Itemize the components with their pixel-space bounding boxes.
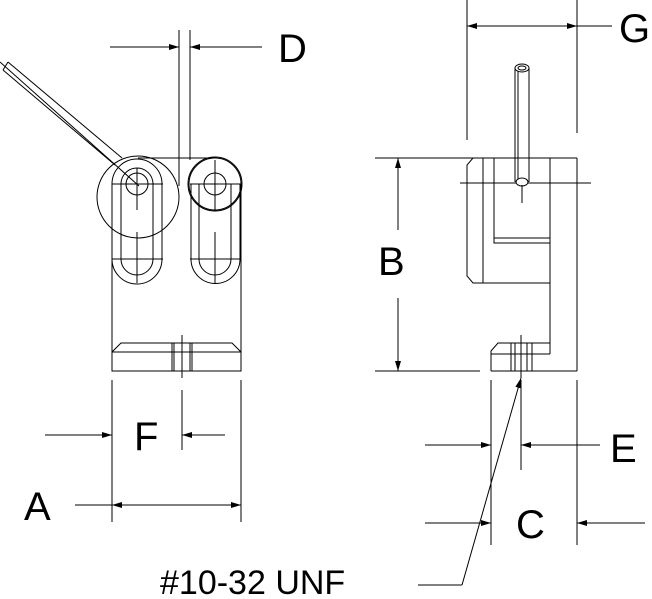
dimension-a: [75, 380, 242, 522]
dimension-label-d: D: [278, 27, 307, 71]
thread-callout-label: #10-32 UNF: [160, 564, 345, 599]
dimension-label-e: E: [610, 427, 637, 471]
thread-callout-leader: [418, 377, 522, 586]
dimension-label-c: C: [516, 503, 545, 547]
dimension-f: [45, 380, 225, 522]
dimension-g: [466, 0, 612, 140]
dimension-label-f: F: [134, 415, 158, 459]
front-view: D F A: [0, 27, 307, 529]
dimension-label-g: G: [619, 7, 650, 51]
pin: [514, 63, 530, 203]
side-view: G B E C #10-32 UNF: [160, 0, 650, 599]
dimension-b: [375, 157, 483, 372]
clamp-body: [96, 155, 243, 378]
dimension-label-a: A: [24, 485, 51, 529]
clamp-side-body: [460, 157, 591, 378]
handle: [0, 61, 140, 187]
dimension-d: [110, 30, 262, 186]
dimension-label-b: B: [378, 240, 405, 284]
dimension-e: [425, 380, 600, 545]
